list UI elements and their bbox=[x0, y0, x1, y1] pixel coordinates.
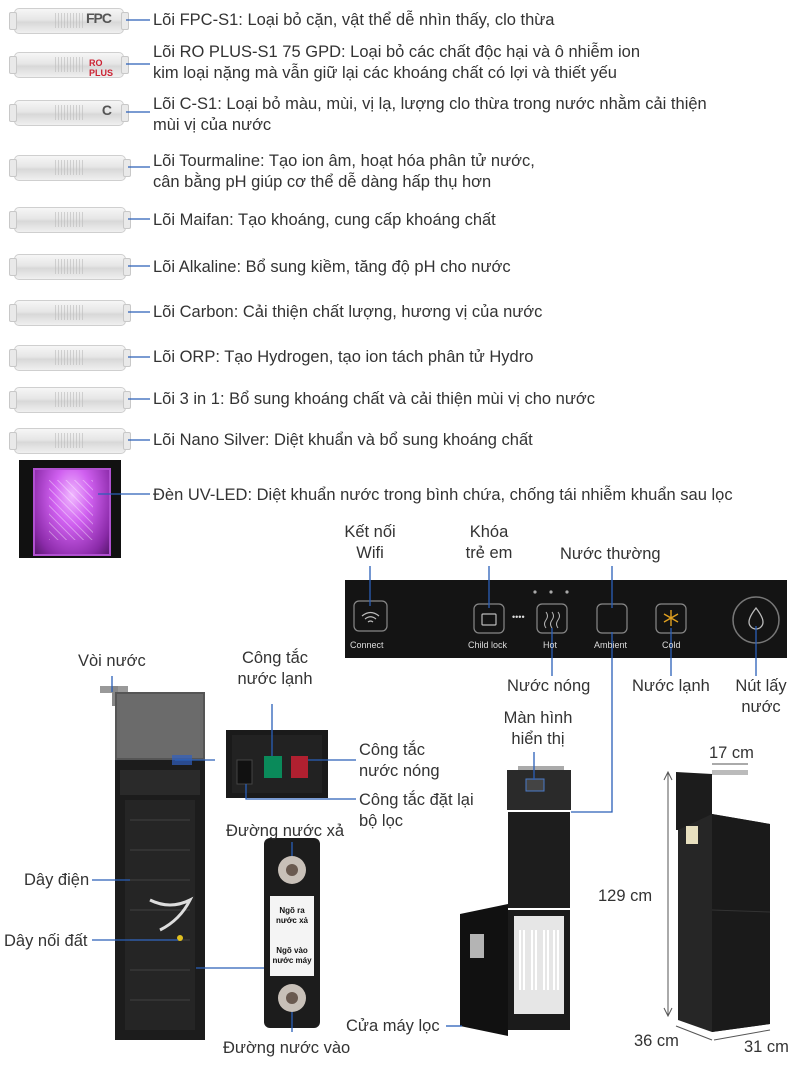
filter-label-8: Lõi ORP: Tạo Hydrogen, tạo ion tách phân… bbox=[153, 347, 533, 368]
filter-cartridge-9 bbox=[9, 387, 131, 413]
filter-label-line: Lõi Maifan: Tạo khoáng, cung cấp khoáng … bbox=[153, 211, 496, 229]
filter-label-line: Lõi Tourmaline: Tạo ion âm, hoạt hóa phâ… bbox=[153, 152, 535, 170]
filter-label-line: Lõi Carbon: Cải thiện chất lượng, hương … bbox=[153, 303, 543, 321]
filter-label-9: Lõi 3 in 1: Bổ sung khoáng chất và cải t… bbox=[153, 389, 595, 410]
power-cord-label: Dây điện bbox=[24, 871, 90, 889]
filter-cartridge-code: FPC bbox=[86, 10, 112, 26]
filter-cartridge-6 bbox=[9, 254, 131, 280]
faucet-label: Vòi nước bbox=[78, 652, 146, 670]
panel-dots: •••• bbox=[512, 612, 525, 622]
filter-cartridge-7 bbox=[9, 300, 131, 326]
filter-cartridge-3: C bbox=[9, 100, 129, 126]
filter-cartridge-code: C bbox=[101, 102, 112, 118]
filter-label-line: mùi vị của nước bbox=[153, 116, 272, 134]
drain-label: Đường nước xả bbox=[226, 822, 345, 840]
filter-cartridge-10 bbox=[9, 428, 131, 454]
filter-door-label: Cửa máy lọc bbox=[346, 1017, 440, 1035]
filter-label-4: Lõi Tourmaline: Tạo ion âm, hoạt hóa phâ… bbox=[153, 151, 535, 193]
filter-label-line: Lõi Alkaline: Bổ sung kiềm, tăng độ pH c… bbox=[153, 258, 511, 276]
dim-width: 36 cm bbox=[634, 1032, 679, 1050]
filter-label-line: Lõi C-S1: Loại bỏ màu, mùi, vị lạ, lượng… bbox=[153, 95, 707, 113]
filter-label-5: Lõi Maifan: Tạo khoáng, cung cấp khoáng … bbox=[153, 210, 496, 231]
dim-height: 129 cm bbox=[598, 887, 653, 905]
filter-label-line: Lõi ORP: Tạo Hydrogen, tạo ion tách phân… bbox=[153, 348, 534, 366]
btn-hot-text: Hot bbox=[543, 640, 558, 650]
filter-label-line: Lõi RO PLUS-S1 75 GPD: Loại bỏ các chất … bbox=[153, 43, 641, 61]
filter-label-10: Lõi Nano Silver: Diệt khuẩn và bổ sung k… bbox=[153, 430, 533, 451]
filter-cartridge-4 bbox=[9, 155, 131, 181]
filter-label-7: Lõi Carbon: Cải thiện chất lượng, hương … bbox=[153, 302, 542, 323]
btn-cold-text: Cold bbox=[662, 640, 681, 650]
hot-label: Nước nóng bbox=[507, 677, 591, 695]
filter-cartridge-8 bbox=[9, 345, 131, 371]
filter-label-line: Lõi Nano Silver: Diệt khuẩn và bổ sung k… bbox=[153, 431, 533, 449]
inlet-label: Đường nước vào bbox=[223, 1039, 351, 1057]
dim-depth: 31 cm bbox=[744, 1038, 789, 1056]
ground-wire-label: Dây nối đất bbox=[4, 932, 88, 950]
filter-label-6: Lõi Alkaline: Bổ sung kiềm, tăng độ pH c… bbox=[153, 257, 511, 278]
filter-cartridge-code: RO PLUS bbox=[89, 58, 114, 78]
filter-cartridge-1: FPC bbox=[9, 8, 129, 34]
filter-label-3: Lõi C-S1: Loại bỏ màu, mùi, vị lạ, lượng… bbox=[153, 94, 707, 136]
btn-ambient-text: Ambient bbox=[594, 640, 628, 650]
filter-label-line: cân bằng pH giúp cơ thể dễ dàng hấp thụ … bbox=[153, 173, 492, 191]
uv-led-label: Đèn UV-LED: Diệt khuẩn nước trong bình c… bbox=[153, 486, 733, 504]
filter-label-2: Lõi RO PLUS-S1 75 GPD: Loại bỏ các chất … bbox=[153, 42, 640, 84]
filter-label-line: Lõi FPC-S1: Loại bỏ cặn, vật thể dễ nhìn… bbox=[153, 11, 555, 29]
btn-childlock-text: Child lock bbox=[468, 640, 508, 650]
btn-connect-text: Connect bbox=[350, 640, 384, 650]
filter-label-1: Lõi FPC-S1: Loại bỏ cặn, vật thể dễ nhìn… bbox=[153, 10, 554, 31]
dim-top-depth: 17 cm bbox=[709, 744, 754, 762]
filter-label-line: Lõi 3 in 1: Bổ sung khoáng chất và cải t… bbox=[153, 390, 595, 408]
cold-label: Nước lạnh bbox=[632, 677, 710, 695]
filter-cartridge-5 bbox=[9, 207, 131, 233]
filter-cartridge-2: RO PLUS bbox=[9, 52, 129, 78]
uv-led-image bbox=[19, 460, 121, 558]
filter-label-line: kim loại nặng mà vẫn giữ lại các khoáng … bbox=[153, 64, 617, 82]
ambient-label: Nước thường bbox=[560, 545, 661, 563]
